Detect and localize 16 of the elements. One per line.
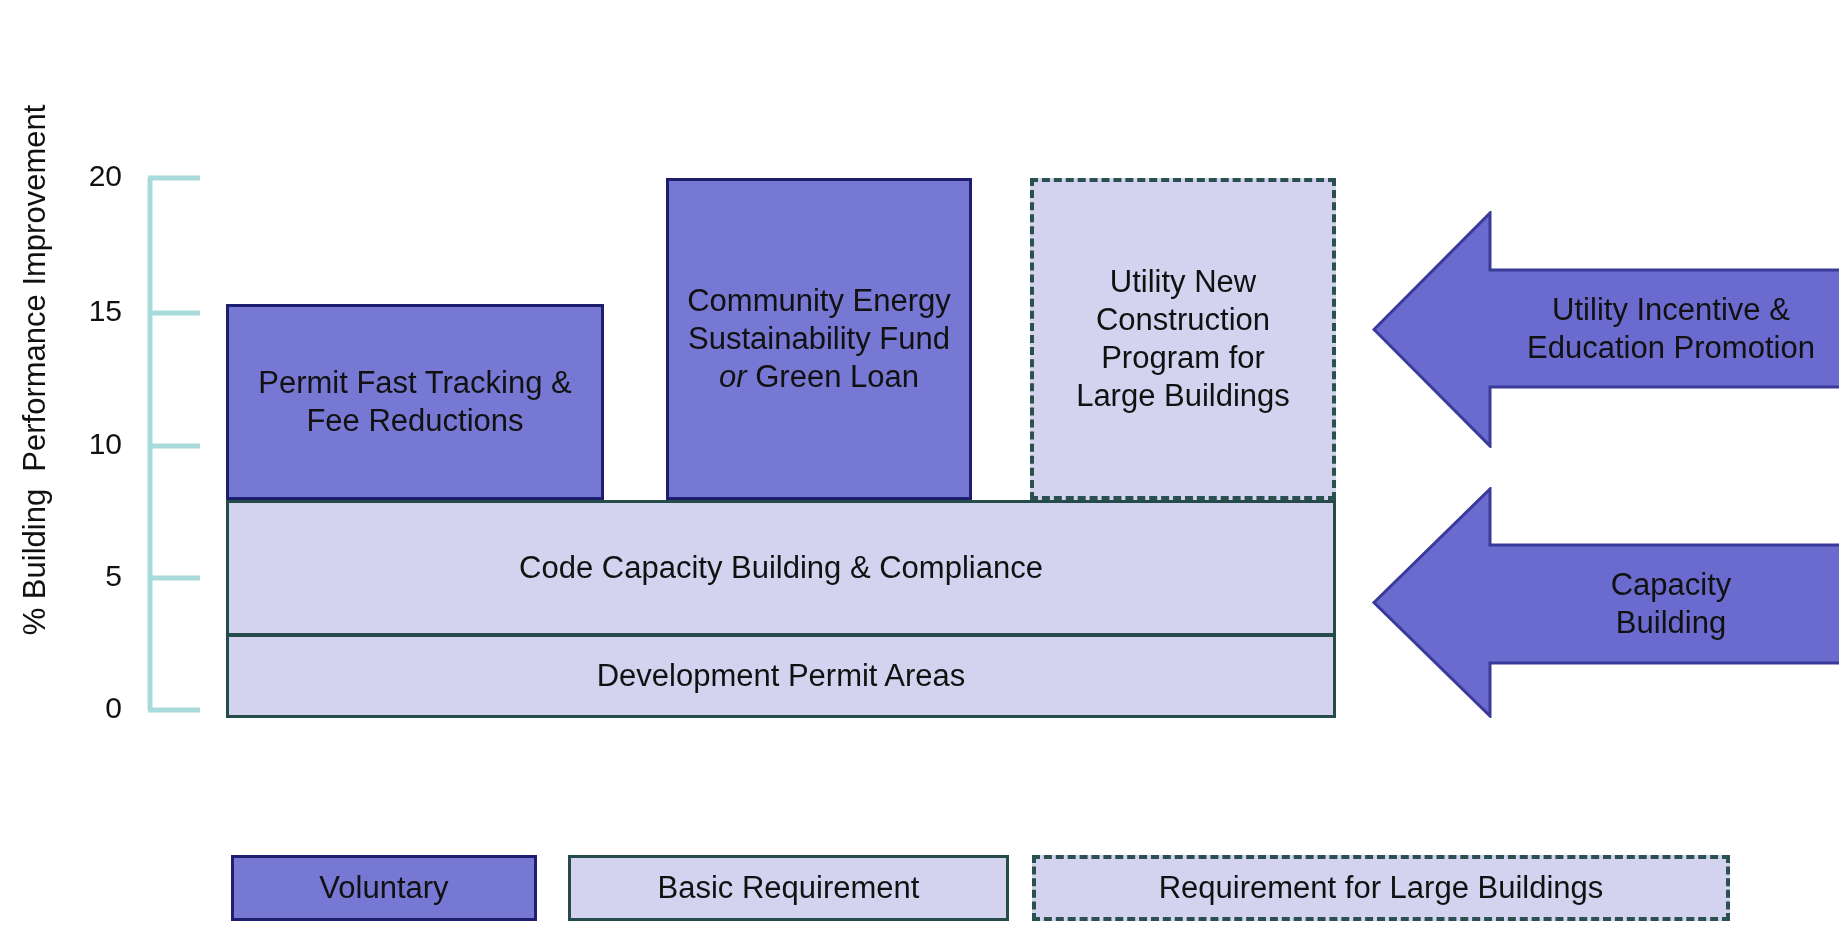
tick-label: 20 bbox=[87, 159, 122, 193]
legend-item: Basic Requirement bbox=[568, 855, 1009, 921]
tick-label: 0 bbox=[104, 691, 122, 725]
voluntary-block: Community Energy Sustainability Fund or Green Loan bbox=[666, 178, 972, 500]
requirement-block: Code Capacity Building & Compliance bbox=[226, 500, 1336, 636]
tick-label: 10 bbox=[87, 427, 122, 461]
arrow-label: Utility Incentive & Education Promotion bbox=[1526, 290, 1816, 367]
legend-item: Requirement for Large Buildings bbox=[1032, 855, 1730, 921]
legend-item: Voluntary bbox=[231, 855, 537, 921]
tick-label: 15 bbox=[87, 294, 122, 328]
axis-title: % Building Performance Improvement bbox=[17, 104, 53, 636]
requirement-block: Development Permit Areas bbox=[226, 634, 1336, 718]
arrow-label: Capacity Building bbox=[1609, 566, 1733, 642]
tick-label: 5 bbox=[104, 559, 122, 593]
voluntary-block: Permit Fast Tracking & Fee Reductions bbox=[226, 304, 604, 500]
large-building-block: Utility New Construction Program for Large Buildings bbox=[1030, 178, 1336, 500]
